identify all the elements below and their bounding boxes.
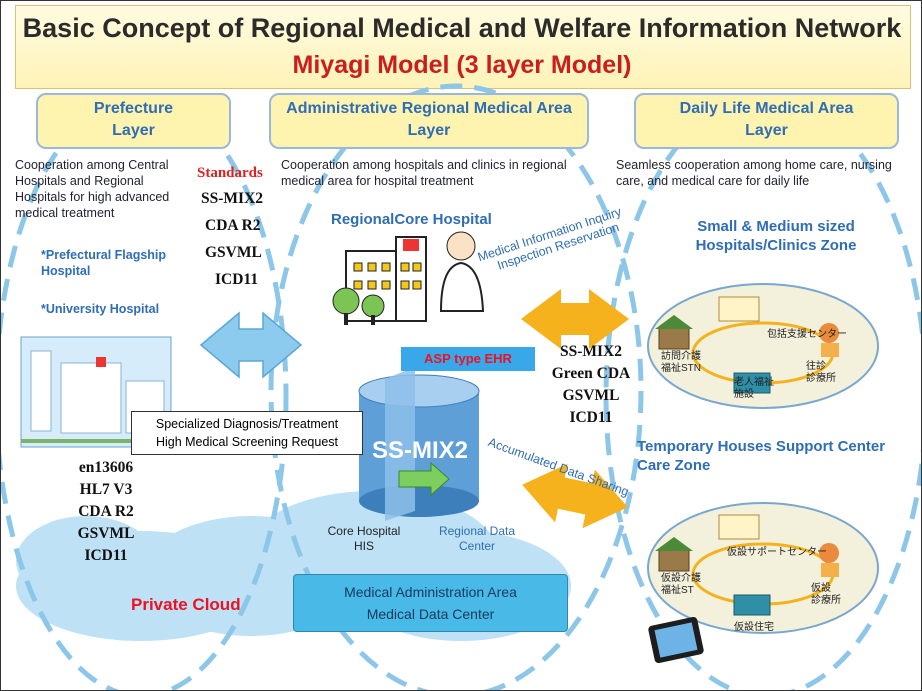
title-band xyxy=(15,5,911,89)
zone1-clinic-label: 往診 診療所 xyxy=(806,361,836,384)
standard-item: ICD11 xyxy=(215,271,259,288)
orange-arrow-bottom xyxy=(522,463,628,529)
facility-item: *University Hospital xyxy=(41,302,160,316)
ssmix2-cylinder-label: SS-MIX2 xyxy=(371,437,469,464)
zone2-title: Temporary Houses Support Center Care Zon… xyxy=(637,438,886,474)
zone2-buildings xyxy=(655,514,839,616)
daily-life-description: Seamless cooperation among home care, nu… xyxy=(616,158,892,188)
zone2-clinic-label: 仮設 診療所 xyxy=(811,583,841,606)
zone2-care-label: 仮設介護 福祉ST xyxy=(661,573,701,596)
request-box: Specialized Diagnosis/Treatment High Med… xyxy=(131,411,363,455)
subtitle: Miyagi Model (3 layer Model) xyxy=(292,51,632,79)
right-standards-list: SS-MIX2 Green CDA GSVML ICD11 xyxy=(541,341,641,429)
zone1-facility-label: 老人福祉 施設 xyxy=(734,377,774,400)
facility-item: *Prefectural Flagship Hospital xyxy=(41,248,167,278)
zone1-ellipse xyxy=(647,283,879,409)
zone1-buildings xyxy=(655,296,839,394)
prefecture-ellipse xyxy=(1,93,289,690)
zone1-care-label: 訪問介護 福祉STN xyxy=(661,351,701,374)
left-standards-list: en13606 HL7 V3 CDA R2 GSVML ICD11 xyxy=(56,457,156,567)
standard-item: HL7 V3 xyxy=(79,481,133,498)
prefecture-description: Cooperation among Central Hospitals and … xyxy=(15,158,170,220)
standard-item: GSVML xyxy=(77,525,135,542)
orange-arrow-top xyxy=(521,289,629,349)
tablet-icon xyxy=(648,616,704,664)
administrative-description: Cooperation among hospitals and clinics … xyxy=(281,158,567,188)
double-arrow-icon xyxy=(199,311,303,379)
private-cloud-label: Private Cloud xyxy=(131,595,241,614)
ssmix2-cylinder-icon xyxy=(358,367,480,521)
zone2-housing-label: 仮設住宅 xyxy=(734,622,774,633)
standard-item: CDA R2 xyxy=(205,217,261,234)
zone2-center-label: 仮設サポートセンター xyxy=(727,547,827,558)
standard-item: en13606 xyxy=(78,459,134,476)
prefecture-layer-header: Prefecture Layer xyxy=(36,93,231,149)
main-title: Basic Concept of Regional Medical and We… xyxy=(22,13,902,43)
regional-core-hospital-label: RegionalCore Hospital xyxy=(331,211,492,228)
standard-item: SS-MIX2 xyxy=(201,190,264,207)
medical-data-center-box: Medical Administration Area Medical Data… xyxy=(293,574,568,632)
regional-data-center-label: Regional Data Center xyxy=(438,524,516,553)
zone2-ellipse xyxy=(647,502,879,634)
core-hospital-his-label: Core Hospital HIS xyxy=(327,524,401,553)
standards-title: Standards xyxy=(197,165,263,181)
standard-item: ICD11 xyxy=(84,547,128,564)
standard-item: ICD11 xyxy=(569,409,613,426)
standard-item: CDA R2 xyxy=(78,503,134,520)
standard-item: GSVML xyxy=(562,387,620,404)
regional-core-hospital-icon xyxy=(332,231,485,325)
standard-item: SS-MIX2 xyxy=(559,343,622,360)
asp-ehr-label: ASP type EHR xyxy=(401,347,535,371)
standard-item: Green CDA xyxy=(551,365,631,382)
daily-life-layer-header: Daily Life Medical Area Layer xyxy=(634,93,899,149)
green-arrow-icon xyxy=(398,461,450,497)
standards-list: SS-MIX2 CDA R2 GSVML ICD11 xyxy=(201,185,281,293)
administrative-ellipse xyxy=(268,83,644,690)
zone1-title: Small & Medium sized Hospitals/Clinics Z… xyxy=(695,218,857,254)
zone1-center-label: 包括支援センター xyxy=(767,329,847,340)
administrative-layer-header: Administrative Regional Medical Area Lay… xyxy=(269,93,589,149)
standard-item: GSVML xyxy=(205,244,262,261)
